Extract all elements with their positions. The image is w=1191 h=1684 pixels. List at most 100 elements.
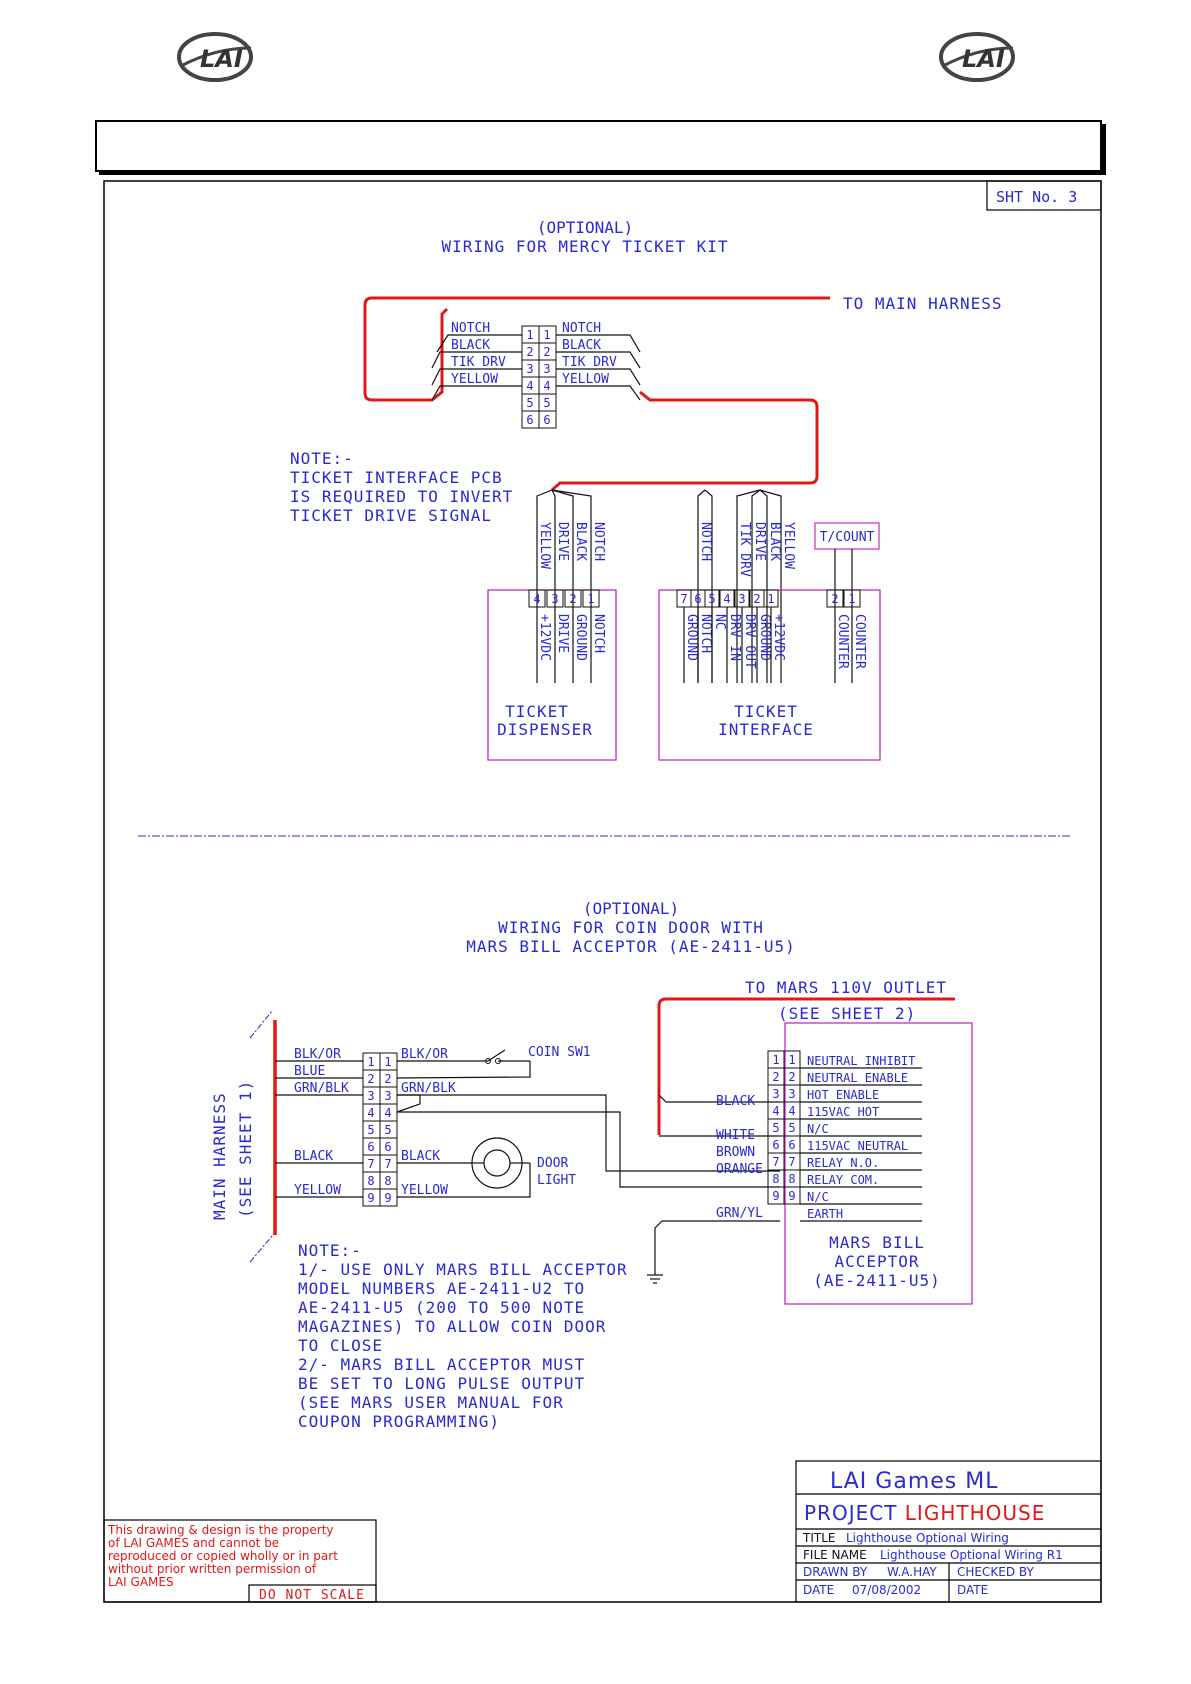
ticket-pin-left-4: 4 xyxy=(526,379,533,393)
logo-right: LAI xyxy=(939,32,1015,82)
interface-name-2: INTERFACE xyxy=(718,720,814,739)
ticket-pin-left-2: 2 xyxy=(526,345,533,359)
interface-wire-notch: NOTCH xyxy=(698,522,713,561)
interface-pin-label-5: NC xyxy=(712,614,727,630)
project-label: PROJECT xyxy=(804,1501,897,1525)
ticket-pin-right-5: 5 xyxy=(543,396,550,410)
coin-note-line-5: MAGAZINES) TO ALLOW COIN DOOR xyxy=(298,1317,606,1336)
ticket-right-label-2: BLACK xyxy=(562,338,601,353)
ticket-note-3: IS REQUIRED TO INVERT xyxy=(290,487,513,506)
ticket-note-4: TICKET DRIVE SIGNAL xyxy=(290,506,492,525)
coin-note-line-6: TO CLOSE xyxy=(298,1336,383,1355)
acceptor-pin-left-4: 4 xyxy=(772,1104,779,1118)
acceptor-pin-left-2: 2 xyxy=(772,1070,779,1084)
see-sheet-1: (SEE SHEET 1) xyxy=(236,1080,255,1218)
ticket-left-label-4: YELLOW xyxy=(451,372,498,387)
dispenser-pin-1: 1 xyxy=(587,592,594,606)
coin-left-label-1: BLK/OR xyxy=(294,1047,341,1062)
coin-note-line-1: NOTE:- xyxy=(298,1241,362,1260)
interface-name-1: TICKET xyxy=(734,702,798,721)
acceptor-pin-label-7: RELAY N.O. xyxy=(807,1156,879,1170)
coin-pin-left-4: 4 xyxy=(367,1106,374,1120)
ticket-right-label-3: TIK DRV xyxy=(562,355,617,370)
acceptor-pin-label-1: NEUTRAL INHIBIT xyxy=(807,1054,915,1068)
dispenser-pin-3: 3 xyxy=(551,592,558,606)
property-notice-line-4: without prior written permission of xyxy=(108,1562,317,1576)
coin-switch-contact-1 xyxy=(485,1058,491,1064)
property-notice-box xyxy=(103,1519,377,1603)
ticket-pin-right-1: 1 xyxy=(543,328,550,342)
acceptor-pin-label-6: 115VAC NEUTRAL xyxy=(807,1139,908,1153)
drawn-value: W.A.HAY xyxy=(887,1565,937,1579)
counter-pin-label-2: COUNTER xyxy=(835,614,850,669)
coin-switch-contact-2 xyxy=(495,1058,501,1064)
coin-pin-left-7: 7 xyxy=(367,1157,374,1171)
coin-left-label-4: BLACK xyxy=(294,1149,333,1164)
coin-pin-left-2: 2 xyxy=(367,1072,374,1086)
dispenser-name-2: DISPENSER xyxy=(497,720,593,739)
coin-pin-right-5: 5 xyxy=(384,1123,391,1137)
acceptor-name-1: MARS BILL xyxy=(829,1233,925,1252)
acceptor-pin-right-1: 1 xyxy=(788,1053,795,1067)
coin-pin-right-9: 9 xyxy=(384,1191,391,1205)
interface-pin-6: 6 xyxy=(694,592,701,606)
drawn-label: DRAWN BY xyxy=(803,1565,868,1579)
coin-mid-label-3: BLACK xyxy=(401,1149,440,1164)
coin-left-label-5: YELLOW xyxy=(294,1183,341,1198)
coin-mid-label-4: YELLOW xyxy=(401,1183,448,1198)
logo-left-text: LAI xyxy=(200,45,243,73)
ticket-conn-right-wires xyxy=(556,334,641,401)
company-name: LAI Games ML xyxy=(830,1469,998,1494)
dispenser-pin-label-3: DRIVE xyxy=(555,614,570,653)
date-label: DATE xyxy=(803,1583,834,1597)
property-notice-line-2: of LAI GAMES and cannot be xyxy=(108,1536,279,1550)
acceptor-pin-right-2: 2 xyxy=(788,1070,795,1084)
title-block xyxy=(795,1460,1102,1603)
ticket-pin-left-5: 5 xyxy=(526,396,533,410)
coin-title-2: MARS BILL ACCEPTOR (AE-2411-U5) xyxy=(466,937,796,956)
ticket-conn-left-wires xyxy=(431,334,522,401)
interface-wire-drive: DRIVE xyxy=(752,522,767,561)
coin-pin-right-3: 3 xyxy=(384,1089,391,1103)
ticket-left-label-2: BLACK xyxy=(451,338,490,353)
coin-note-line-9: (SEE MARS USER MANUAL FOR xyxy=(298,1393,564,1412)
tcount-label: T/COUNT xyxy=(820,530,875,545)
interface-pin-7: 7 xyxy=(680,592,687,606)
ticket-title: WIRING FOR MERCY TICKET KIT xyxy=(441,237,728,256)
interface-pin-label-1: +12VDC xyxy=(771,614,786,661)
title-label: TITLE xyxy=(802,1531,835,1545)
main-harness-bar xyxy=(249,1009,277,1263)
dispenser-wire-notch: NOTCH xyxy=(591,522,606,561)
interface-wire-black: BLACK xyxy=(767,522,782,561)
ticket-pin-left-1: 1 xyxy=(526,328,533,342)
acceptor-pin-label-2: NEUTRAL ENABLE xyxy=(807,1071,908,1085)
wire-label-grnyl: GRN/YL xyxy=(716,1206,763,1221)
coin-pin-left-6: 6 xyxy=(367,1140,374,1154)
ticket-main-harness xyxy=(363,296,830,492)
wire-label-white: WHITE xyxy=(716,1128,755,1143)
project-line: PROJECT LIGHTHOUSE xyxy=(804,1501,1045,1525)
acceptor-pin-right-7: 7 xyxy=(788,1155,795,1169)
drawing-frame xyxy=(103,180,1102,1603)
ticket-pin-left-3: 3 xyxy=(526,362,533,376)
dispenser-pin-4: 4 xyxy=(533,592,540,606)
file-label: FILE NAME xyxy=(803,1548,867,1562)
coin-note-line-3: MODEL NUMBERS AE-2411-U2 TO xyxy=(298,1279,585,1298)
interface-pin-4: 4 xyxy=(723,592,730,606)
coin-pin-left-5: 5 xyxy=(367,1123,374,1137)
coin-pin-right-1: 1 xyxy=(384,1055,391,1069)
project-name: LIGHTHOUSE xyxy=(905,1501,1046,1525)
property-notice-line-5: LAI GAMES xyxy=(108,1575,174,1589)
counter-pin-2: 2 xyxy=(831,592,838,606)
ticket-note-1: NOTE:- xyxy=(290,449,354,468)
interface-pin-label-4: DRV IN xyxy=(727,614,742,661)
door-light-label-2: LIGHT xyxy=(537,1173,576,1188)
ticket-left-label-1: NOTCH xyxy=(451,321,490,336)
dispenser-wire-drive: DRIVE xyxy=(555,522,570,561)
acceptor-pin-right-3: 3 xyxy=(788,1087,795,1101)
ticket-pin-right-4: 4 xyxy=(543,379,550,393)
door-light-label-1: DOOR xyxy=(537,1156,568,1171)
